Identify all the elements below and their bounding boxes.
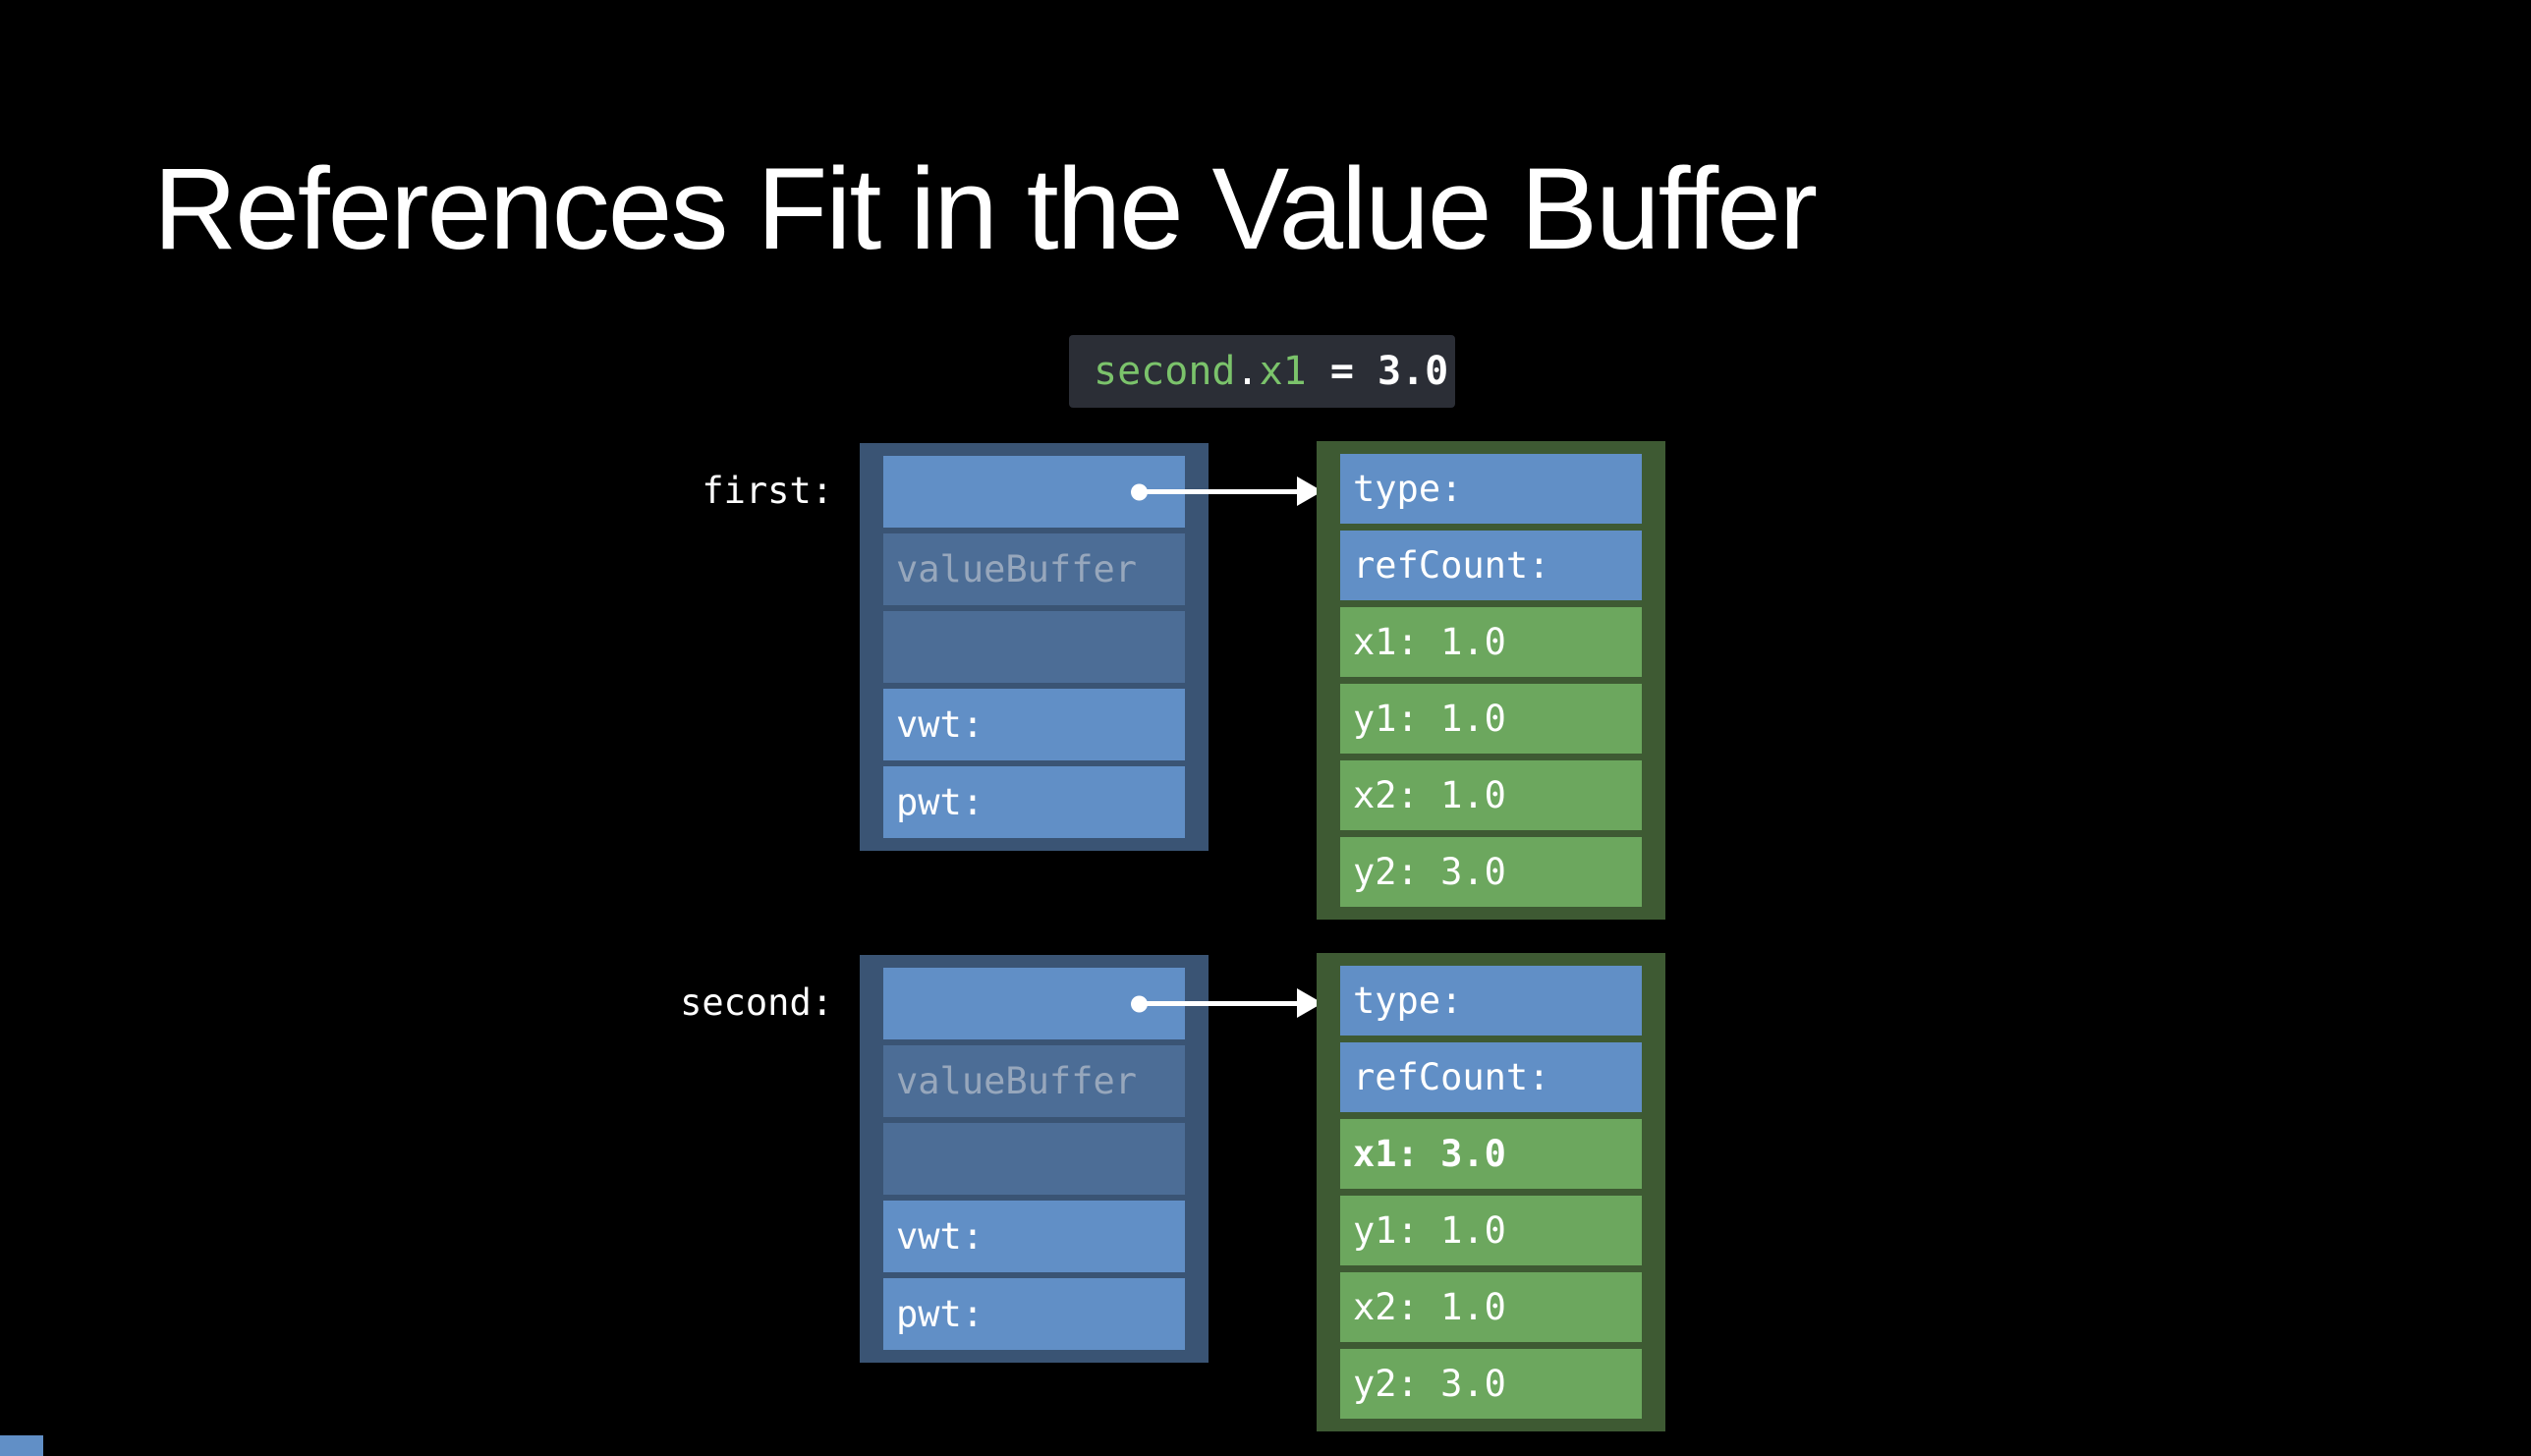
valuebuffer-label: valueBuffer bbox=[896, 1060, 1138, 1102]
stack-row-buffer-empty bbox=[883, 611, 1185, 683]
heap-row-x1: x1: 1.0 bbox=[1340, 607, 1642, 677]
code-token-dot: . bbox=[1235, 349, 1260, 394]
stack-row-valuebuffer: valueBuffer bbox=[883, 1045, 1185, 1117]
stack-row-pointer bbox=[883, 456, 1185, 528]
heap-row-x2: x2: 1.0 bbox=[1340, 1272, 1642, 1342]
pointer-arrow-line bbox=[1138, 489, 1299, 494]
heap-row-x1-highlighted: x1: 3.0 bbox=[1340, 1119, 1642, 1189]
heap-row-refcount: refCount: bbox=[1340, 531, 1642, 600]
code-token-value: 3.0 bbox=[1378, 349, 1449, 394]
stack-row-pwt: pwt: bbox=[883, 1278, 1185, 1350]
heap-row-x2: x2: 1.0 bbox=[1340, 760, 1642, 830]
heap-row-type: type: bbox=[1340, 966, 1642, 1036]
heap-row-y1: y1: 1.0 bbox=[1340, 684, 1642, 754]
label-second: second: bbox=[680, 981, 833, 1024]
heap-row-refcount: refCount: bbox=[1340, 1042, 1642, 1112]
heap-row-y2: y2: 3.0 bbox=[1340, 1349, 1642, 1419]
page-title: References Fit in the Value Buffer bbox=[153, 144, 1818, 275]
stack-row-valuebuffer: valueBuffer bbox=[883, 533, 1185, 605]
code-statement: second.x1 = 3.0 bbox=[1069, 335, 1455, 408]
stack-row-vwt: vwt: bbox=[883, 1201, 1185, 1272]
stack-row-buffer-empty bbox=[883, 1123, 1185, 1195]
heap-row-y1: y1: 1.0 bbox=[1340, 1196, 1642, 1265]
valuebuffer-label: valueBuffer bbox=[896, 548, 1138, 590]
code-token-object: second bbox=[1094, 349, 1236, 394]
label-first: first: bbox=[702, 470, 833, 512]
heap-row-type: type: bbox=[1340, 454, 1642, 524]
stack-row-pointer bbox=[883, 968, 1185, 1039]
code-token-property: x1 bbox=[1259, 349, 1307, 394]
heap-box-first: type: refCount: x1: 1.0 y1: 1.0 x2: 1.0 … bbox=[1317, 441, 1665, 920]
bottom-left-blue-fragment bbox=[0, 1435, 43, 1456]
stack-box-second: valueBuffer vwt: pwt: bbox=[860, 955, 1209, 1363]
stack-row-pwt: pwt: bbox=[883, 766, 1185, 838]
heap-box-second: type: refCount: x1: 3.0 y1: 1.0 x2: 1.0 … bbox=[1317, 953, 1665, 1431]
pointer-arrow-line bbox=[1138, 1001, 1299, 1006]
stack-row-vwt: vwt: bbox=[883, 689, 1185, 760]
code-token-equals: = bbox=[1306, 349, 1378, 394]
stack-box-first: valueBuffer vwt: pwt: bbox=[860, 443, 1209, 851]
heap-row-y2: y2: 3.0 bbox=[1340, 837, 1642, 907]
